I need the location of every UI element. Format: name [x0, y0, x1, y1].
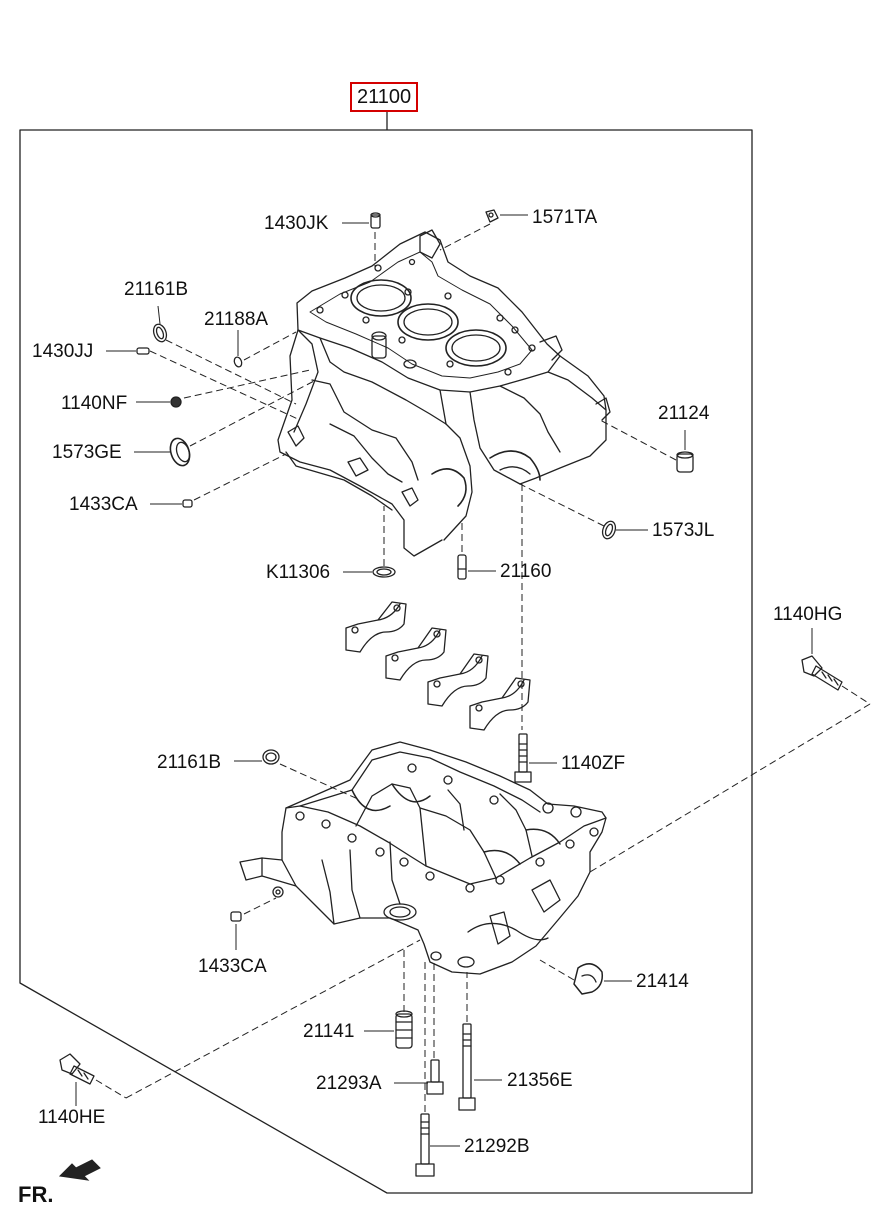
bolt-21293a: [426, 1059, 444, 1095]
bolt-1140he: [59, 1053, 95, 1085]
part-label-1573jl[interactable]: 1573JL: [652, 520, 715, 541]
part-label-k11306[interactable]: K11306: [266, 562, 331, 583]
pin-1433ca-lower: [230, 911, 242, 922]
part-label-21188a[interactable]: 21188A: [204, 309, 269, 330]
part-label-1430jk[interactable]: 1430JK: [264, 213, 329, 234]
seal-1573ge: [169, 437, 191, 467]
part-label-1433ca-lower[interactable]: 1433CA: [198, 956, 267, 977]
pin-21160: [457, 554, 467, 580]
part-label-21356e[interactable]: 21356E: [507, 1070, 573, 1091]
part-label-21161b-lower[interactable]: 21161B: [157, 752, 222, 773]
o-ring-21161b-top: [152, 323, 168, 343]
dowel-pin-1430jk: [370, 212, 381, 229]
seal-1573jl: [601, 520, 617, 540]
dowel-pin-1430jj: [136, 347, 150, 355]
part-label-21292b[interactable]: 21292B: [464, 1136, 530, 1157]
part-label-1140hg[interactable]: 1140HG: [773, 604, 843, 625]
o-ring-21188a: [233, 356, 243, 368]
part-label-21160[interactable]: 21160: [500, 561, 552, 582]
spring-pin-21141: [395, 1010, 413, 1049]
part-label-21124[interactable]: 21124: [658, 403, 710, 424]
dowel-pin-21124: [676, 451, 694, 473]
part-label-21161b-top[interactable]: 21161B: [124, 279, 189, 300]
cylinder-block-upper: [277, 229, 611, 557]
pin-1433ca-top: [182, 499, 193, 508]
bolt-1140zf: [514, 733, 532, 783]
part-label-1433ca-top[interactable]: 1433CA: [69, 494, 138, 515]
clip-21414: [573, 963, 604, 995]
o-ring-k11306: [372, 566, 396, 578]
part-label-21141[interactable]: 21141: [303, 1021, 355, 1042]
assembly-frame: [19, 107, 753, 1194]
bolt-21292b: [415, 1113, 435, 1177]
part-label-1140zf[interactable]: 1140ZF: [561, 753, 626, 774]
main-bearing-caps: [345, 601, 531, 731]
front-indicator-label: FR.: [18, 1182, 54, 1207]
assembly-number-box[interactable]: 21100: [350, 82, 419, 112]
leader-lines: [75, 214, 813, 1147]
part-label-1571ta[interactable]: 1571TA: [532, 207, 598, 228]
bolt-1140hg: [801, 655, 843, 691]
front-arrow-icon: [58, 1159, 101, 1181]
part-label-21414[interactable]: 21414: [636, 971, 689, 992]
crankcase-lower: [239, 741, 607, 975]
bolt-21356e: [458, 1023, 476, 1111]
o-ring-21161b-lower: [262, 749, 280, 765]
part-label-1573ge[interactable]: 1573GE: [52, 442, 122, 463]
assembly-dash-lines: [95, 223, 871, 1112]
part-label-1140nf[interactable]: 1140NF: [61, 393, 128, 414]
part-label-21293a[interactable]: 21293A: [316, 1073, 382, 1094]
plug-1571ta: [485, 209, 499, 223]
part-label-1430jj[interactable]: 1430JJ: [32, 341, 94, 362]
part-label-1140he[interactable]: 1140HE: [38, 1107, 106, 1128]
plug-1140nf: [170, 396, 182, 408]
